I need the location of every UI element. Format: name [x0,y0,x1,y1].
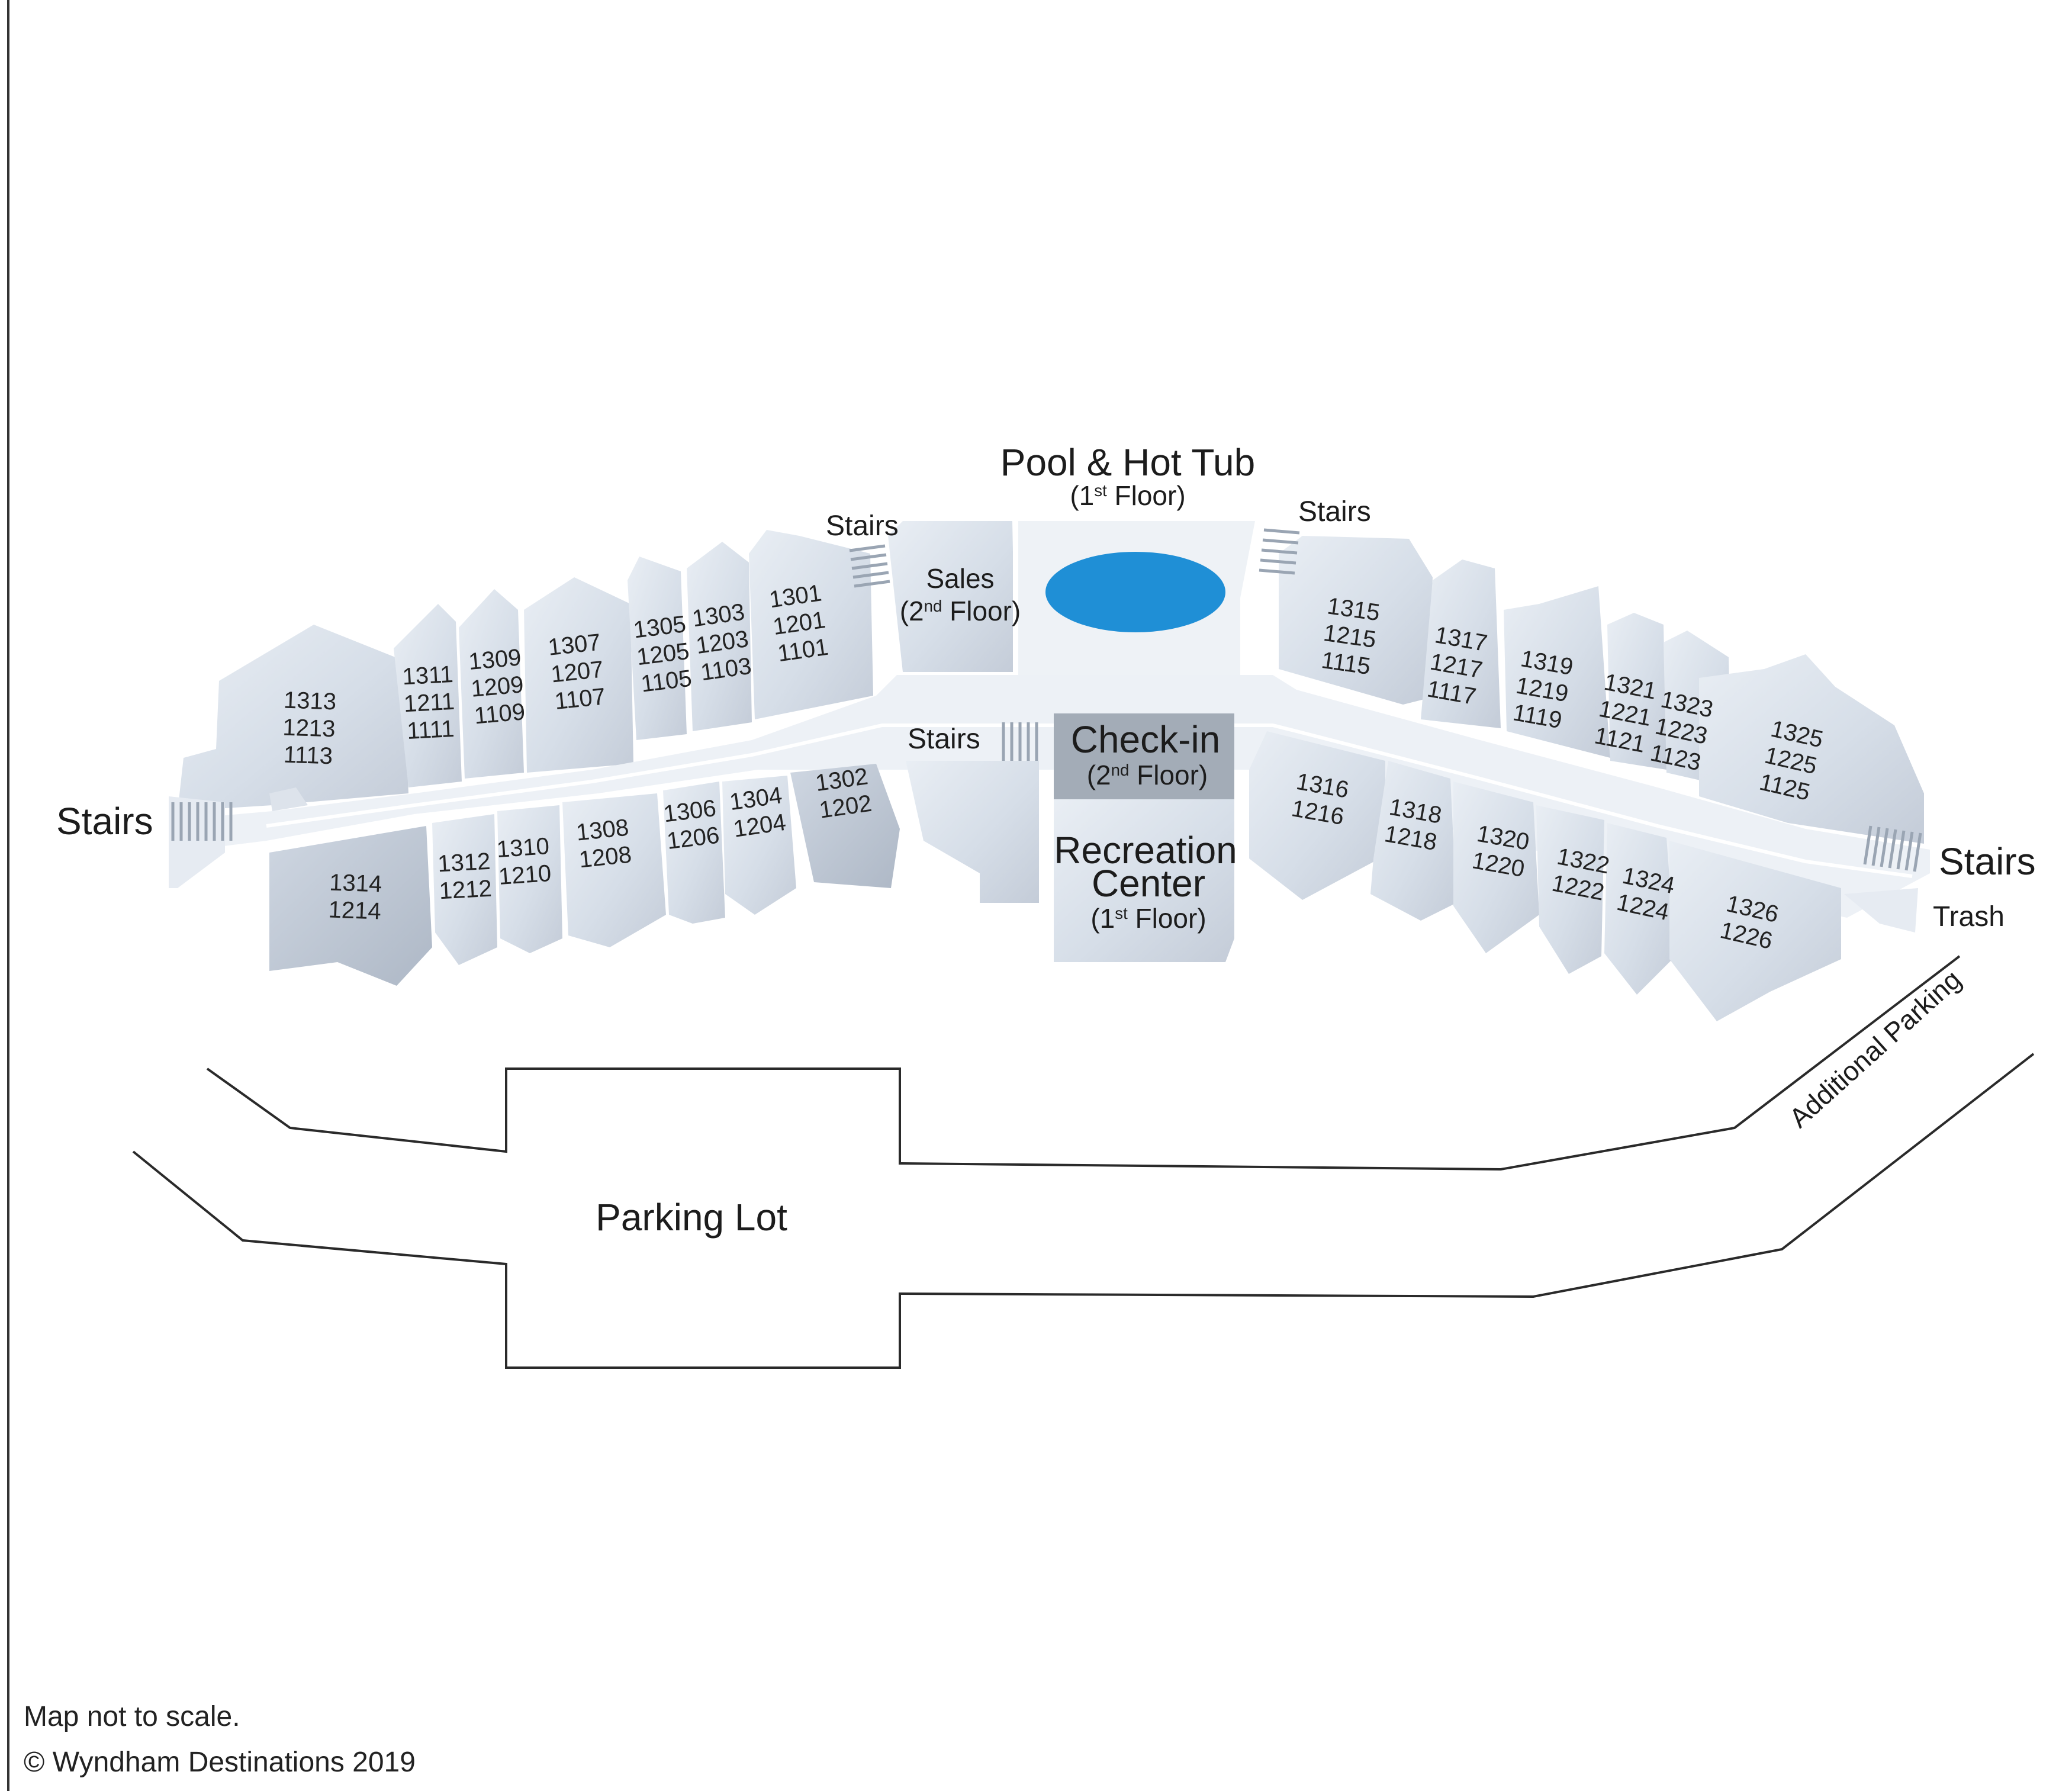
stairs-east-icon [1863,825,1922,872]
building-1307 [524,577,633,773]
checkin-floor: (2nd Floor) [1086,760,1208,791]
checkin-title: Check-in [1070,718,1221,761]
building-1324 [1604,823,1675,995]
west-lower-wing [269,761,1039,986]
stairs-upper-left-label: Stairs [826,510,899,542]
building-center-west [906,761,1039,903]
building-1326 [1669,841,1841,1021]
stairs-upper-left-icon [849,544,890,588]
building-1309 [459,589,524,779]
east-upper-wing [1279,536,1924,844]
building-1312 [432,814,497,965]
building-1325 [1699,654,1924,844]
stairs-center-label: Stairs [908,724,980,755]
building-1303 [687,542,752,731]
building-1319 [1504,586,1610,758]
stairs-upper-right-label: Stairs [1298,496,1371,528]
building-1311 [394,604,462,787]
building-1321 [1607,613,1666,770]
recreation-center-box [1054,799,1234,962]
building-1316 [1249,731,1385,900]
stairs-west-icon [171,802,233,841]
recreation-title-line1: Recreation [1054,829,1237,872]
building-1304 [722,776,796,915]
checkin-box [1054,713,1234,799]
sales-title: Sales [926,563,995,594]
recreation-floor: (1st Floor) [1090,903,1206,934]
pool-title: Pool & Hot Tub [1000,441,1256,484]
building-sales [888,521,1015,672]
scale-disclaimer: Map not to scale. [24,1701,240,1732]
parking-lot-outline [132,955,2035,1369]
parking-lot-label: Parking Lot [596,1196,787,1239]
building-1322 [1536,805,1604,974]
building-1301 [749,530,873,719]
stairs-center-icon [1002,722,1038,761]
building-1306 [663,782,725,924]
building-1310 [497,805,562,953]
building-1305 [628,557,687,740]
building-1315 [1279,536,1433,705]
building-1314 [269,826,432,986]
sales-floor: (2nd Floor) [899,596,1021,627]
stairs-upper-right-icon [1259,528,1300,575]
trash-label: Trash [1933,901,2005,933]
recreation-title-line2: Center [1091,862,1206,905]
building-1308 [562,793,666,947]
building-1318 [1370,761,1456,921]
stairs-west-label: Stairs [56,800,153,843]
stairs-east-label: Stairs [1939,840,2036,883]
pool-floor: (1st Floor) [1070,480,1186,512]
building-1302 [790,764,900,888]
east-lower-wing [1249,731,1918,1021]
building-1320 [1453,782,1539,953]
copyright: © Wyndham Destinations 2019 [24,1746,416,1778]
building-1313 [178,625,408,811]
building-1317 [1421,560,1501,728]
west-upper-wing [178,521,1015,811]
pool [1045,552,1225,632]
checkin-rec-block [1054,713,1234,962]
pool-area [1013,521,1255,678]
footer-note: Map not to scale. © Wyndham Destinations… [24,1694,416,1786]
